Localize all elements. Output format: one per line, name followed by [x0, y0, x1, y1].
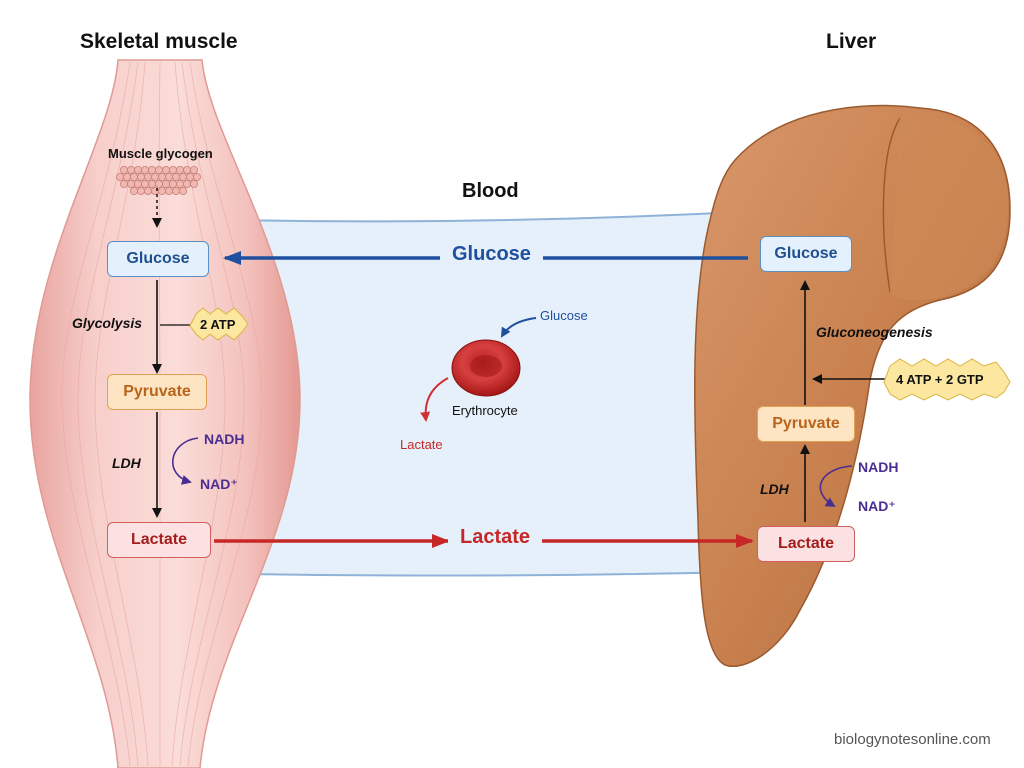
erythrocyte-glucose-label: Glucose: [540, 308, 588, 323]
blood-title: Blood: [462, 180, 519, 202]
liver-lactate-box: Lactate: [757, 526, 855, 562]
muscle-pyruvate-box: Pyruvate: [107, 374, 207, 410]
glycogen-granule: [127, 165, 136, 174]
erythrocyte-lactate-arrow: [420, 377, 449, 422]
erythrocyte-cell: [451, 339, 521, 397]
glycogen-granule: [140, 165, 149, 174]
nad-cycle-arrow-muscle: [172, 437, 199, 485]
glycogen-granule: [157, 186, 166, 195]
glycogen-granule: [147, 165, 156, 174]
glycogen-granule: [123, 172, 132, 181]
glycogen-granule: [154, 165, 163, 174]
liver-pyruvate-box: Pyruvate: [757, 406, 855, 442]
muscle-lactate-box: Lactate: [107, 522, 211, 558]
glycogen-granule: [161, 179, 170, 188]
glycogen-granule: [136, 186, 145, 195]
glycogen-granule: [133, 179, 142, 188]
glycogen-granule: [182, 179, 191, 188]
glycogen-granule: [185, 172, 194, 181]
nad-cycle-arrow-liver: [819, 465, 853, 508]
glycogen-granule: [136, 172, 145, 181]
nadh-label-muscle: NADH: [204, 431, 245, 447]
atp-gtp-label: 4 ATP + 2 GTP: [896, 372, 984, 387]
blood-glucose-label: Glucose: [440, 243, 543, 266]
glycogen-granule: [175, 179, 184, 188]
source-credit: biologynotesonline.com: [834, 731, 991, 748]
atp-starburst-muscle: [189, 307, 249, 341]
glycogen-granule: [127, 179, 136, 188]
erythrocyte-lactate-label: Lactate: [400, 437, 443, 452]
atp-muscle-label: 2 ATP: [200, 317, 236, 332]
liver-glucose-box: Glucose: [760, 236, 852, 272]
glycogen-granule: [140, 179, 149, 188]
glycogen-granule: [168, 179, 177, 188]
glycogen-granule: [143, 172, 152, 181]
glycogen-granule: [178, 172, 187, 181]
glycogen-granule: [147, 179, 156, 188]
glycogen-granule: [192, 172, 201, 181]
glycogen-granule: [129, 186, 138, 195]
glycogen-granule: [178, 186, 187, 195]
glycogen-granule: [189, 179, 198, 188]
glycogen-granule: [116, 172, 125, 181]
nad-plus-label-liver: NAD⁺: [858, 498, 896, 514]
gluconeogenesis-label: Gluconeogenesis: [816, 324, 933, 340]
glycogen-granule: [150, 172, 159, 181]
glycogen-granule: [143, 186, 152, 195]
glycogen-granule: [168, 165, 177, 174]
glycogen-granule: [171, 186, 180, 195]
glycogen-granules: [116, 165, 201, 195]
glycogen-granule: [175, 165, 184, 174]
muscle-title: Skeletal muscle: [80, 30, 238, 53]
glycolysis-label: Glycolysis: [72, 315, 143, 331]
muscle-glycogen-label: Muscle glycogen: [108, 146, 213, 161]
blood-lactate-label: Lactate: [448, 526, 543, 549]
glycogen-granule: [120, 179, 129, 188]
liver-title: Liver: [826, 30, 877, 53]
glycogen-granule: [171, 172, 180, 181]
glycogen-granule: [164, 186, 173, 195]
atp-gtp-starburst-liver: [883, 358, 1011, 401]
glycogen-granule: [133, 165, 142, 174]
glycogen-granule: [182, 165, 191, 174]
skeletal-muscle-tissue: [29, 59, 301, 768]
ldh-label-muscle: LDH: [112, 455, 141, 471]
erythrocyte-label: Erythrocyte: [452, 403, 518, 418]
glycogen-granule: [189, 165, 198, 174]
glycogen-granule: [129, 172, 138, 181]
nadh-label-liver: NADH: [858, 459, 899, 475]
ldh-label-liver: LDH: [760, 481, 789, 497]
muscle-glucose-box: Glucose: [107, 241, 209, 277]
glycogen-granule: [157, 172, 166, 181]
nad-plus-label-muscle: NAD⁺: [200, 476, 238, 492]
glycogen-granule: [154, 179, 163, 188]
erythrocyte-glucose-arrow: [500, 317, 537, 338]
glycogen-granule: [120, 165, 129, 174]
glycogen-granule: [164, 172, 173, 181]
glycogen-granule: [161, 165, 170, 174]
